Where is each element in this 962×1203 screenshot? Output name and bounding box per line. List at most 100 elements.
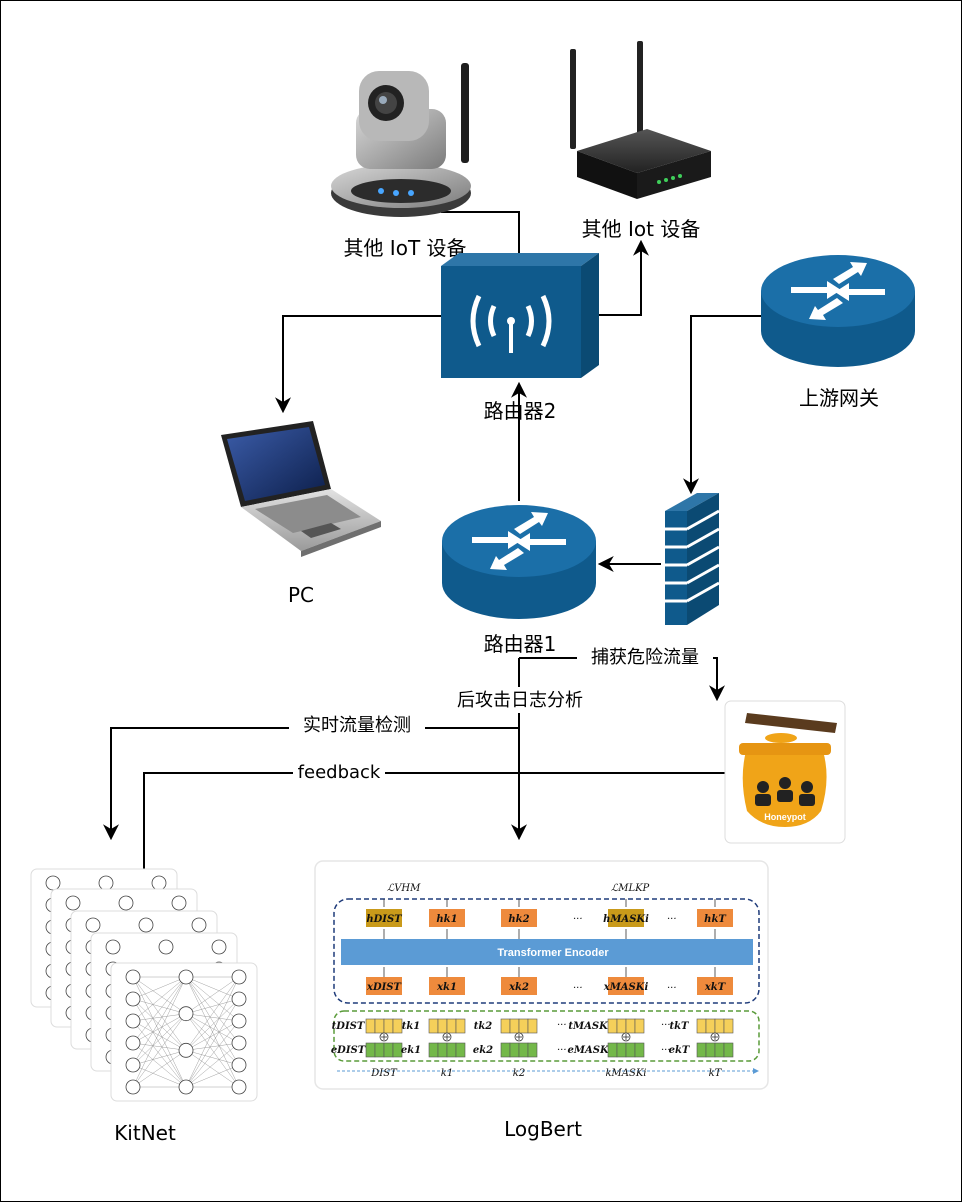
h-token-box: [366, 909, 402, 927]
kitnet-icon: [30, 868, 258, 1102]
loss-vhm: ℒVHM: [387, 883, 421, 894]
t-cell: [518, 1018, 529, 1034]
t-cell: [714, 1018, 725, 1034]
capture-label: 捕获危险流量: [591, 647, 699, 668]
e-cell: [723, 1042, 734, 1058]
t-token-label: tkT: [670, 1021, 691, 1032]
k-token-label: DIST: [370, 1068, 398, 1079]
k-token-label: kMASKi: [605, 1068, 646, 1079]
ellipsis-x-1: ···: [573, 983, 583, 994]
edge-router2-pc: [275, 315, 441, 414]
e-cell: [383, 1042, 394, 1058]
edge-feedback-kitnet: [136, 772, 725, 889]
t-cell: [500, 1018, 511, 1034]
t-cell: [437, 1018, 448, 1034]
t-cell: [446, 1018, 457, 1034]
ellipsis-e-1: ···: [557, 1045, 567, 1056]
edge-labels: 捕获危险流量 后攻击日志分析 实时流量检测 feedback: [289, 644, 713, 785]
t-cell: [527, 1018, 538, 1034]
wifi-router-icon: [570, 41, 711, 199]
x-token-label: xk1: [436, 982, 457, 993]
h-token-box: [697, 909, 733, 927]
k-token-label: kT: [709, 1068, 723, 1079]
connection-lines: [103, 211, 761, 889]
t-cell: [705, 1018, 716, 1034]
h-token-label: hk1: [436, 914, 457, 925]
realtime-label: 实时流量检测: [303, 715, 411, 736]
router2-label: 路由器2: [484, 399, 557, 423]
x-token-box: [608, 977, 644, 995]
e-cell: [455, 1042, 466, 1058]
x-token-label: xDIST: [366, 982, 403, 993]
router1-label: 路由器1: [484, 632, 557, 656]
kitnet-card: [110, 962, 258, 1102]
e-cell: [714, 1042, 725, 1058]
t-cell: [509, 1018, 520, 1034]
x-token-box: [366, 977, 402, 995]
t-cell: [428, 1018, 439, 1034]
e-cell: [437, 1042, 448, 1058]
honeypot-text: Honeypot: [764, 812, 806, 822]
t-cell: [455, 1018, 466, 1034]
camera-label: 其他 IoT 设备: [343, 236, 466, 260]
t-cell: [625, 1018, 636, 1034]
e-cell: [705, 1042, 716, 1058]
e-cell: [446, 1042, 457, 1058]
t-cell: [616, 1018, 627, 1034]
laptop-icon: [221, 421, 381, 557]
loss-mlkp: ℒMLKP: [611, 883, 650, 894]
e-cell: [518, 1042, 529, 1058]
e-cell: [527, 1042, 538, 1058]
t-token-label: tk2: [474, 1021, 493, 1032]
access-point-icon: [441, 253, 599, 378]
e-cell: [509, 1042, 520, 1058]
e-cell: [625, 1042, 636, 1058]
t-token-label: tk1: [402, 1021, 421, 1032]
t-cell: [392, 1018, 403, 1034]
x-token-box: [501, 977, 537, 995]
t-cell: [383, 1018, 394, 1034]
h-token-label: hDIST: [366, 914, 403, 925]
post-attack-label: 后攻击日志分析: [457, 690, 583, 711]
gateway-router-icon: [761, 255, 915, 367]
t-cell: [634, 1018, 645, 1034]
e-token-label: ek1: [401, 1045, 421, 1056]
h-token-box: [501, 909, 537, 927]
logbert-architecture: ℒVHM ℒMLKP Transformer Encoder ··· ··· ·…: [314, 860, 769, 1090]
ellipsis-e-2: ···: [661, 1045, 671, 1056]
ellipsis-t-2: ···: [661, 1020, 671, 1031]
pc-label: PC: [288, 583, 314, 607]
ellipsis-x-2: ···: [667, 983, 677, 994]
edge-gateway-firewall: [683, 315, 761, 495]
e-token-label: eMASKi: [568, 1045, 613, 1056]
iot-router-label: 其他 Iot 设备: [582, 217, 701, 241]
edge-router2-iot: [599, 239, 649, 316]
edge-camera-router2: [441, 211, 520, 253]
ellipsis-h-1: ···: [573, 914, 583, 925]
e-cell: [500, 1042, 511, 1058]
h-token-label: hMASKi: [603, 914, 649, 925]
t-cell: [374, 1018, 385, 1034]
e-token-label: eDIST: [331, 1045, 367, 1056]
logbert-label: LogBert: [504, 1117, 582, 1141]
honeypot-icon: Honeypot: [724, 700, 846, 844]
e-cell: [374, 1042, 385, 1058]
h-token-label: hk2: [508, 914, 529, 925]
t-token-label: tDIST: [332, 1021, 366, 1032]
gateway-label: 上游网关: [799, 386, 879, 410]
x-token-label: xk2: [508, 982, 529, 993]
e-cell: [634, 1042, 645, 1058]
x-token-box: [429, 977, 465, 995]
e-token-label: ekT: [669, 1045, 691, 1056]
camera-icon: [331, 63, 471, 217]
h-token-box: [608, 909, 644, 927]
feedback-label: feedback: [298, 762, 381, 783]
e-cell: [696, 1042, 707, 1058]
kitnet-label: KitNet: [114, 1121, 176, 1145]
e-token-label: ek2: [473, 1045, 493, 1056]
k-token-label: k1: [441, 1068, 453, 1079]
ellipsis-h-2: ···: [667, 914, 677, 925]
x-token-label: xMASKi: [603, 982, 649, 993]
